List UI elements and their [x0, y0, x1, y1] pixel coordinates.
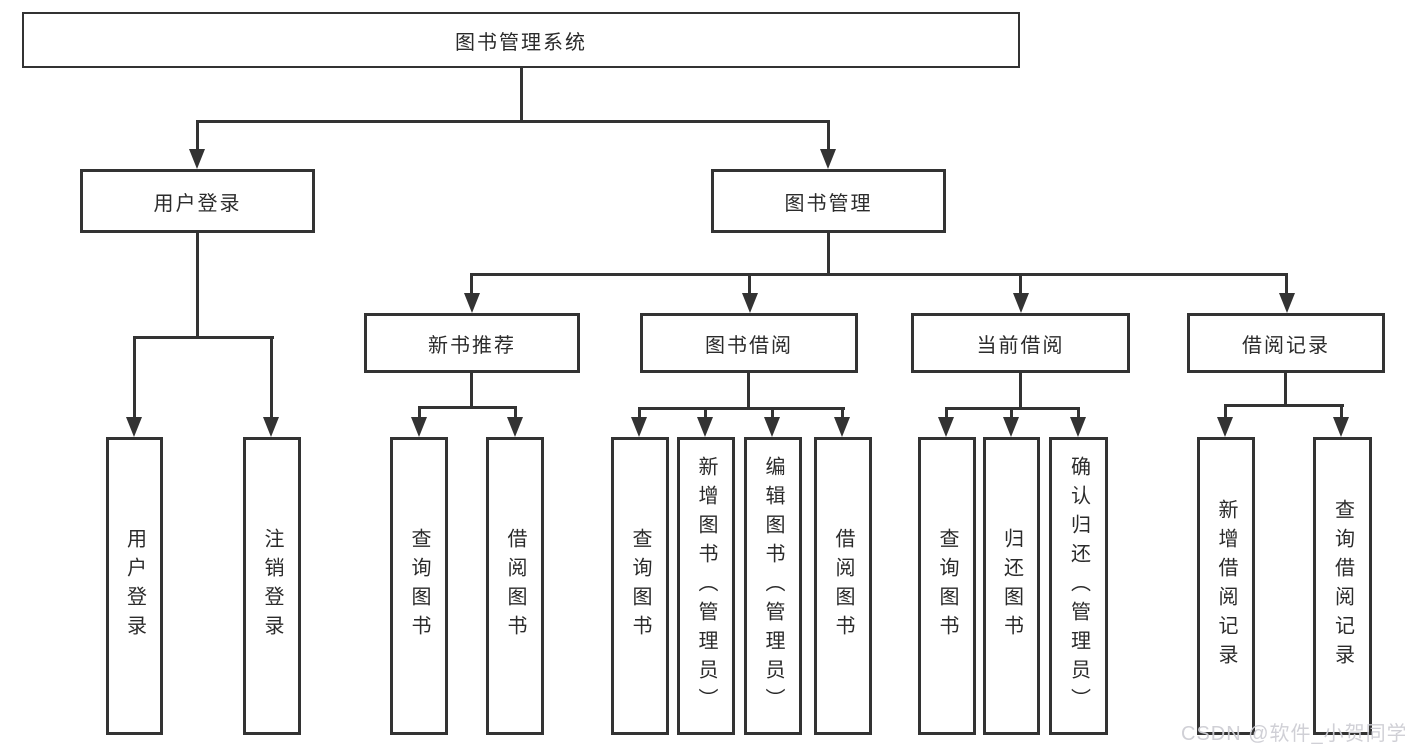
- node-query-books-current: 查询图书: [918, 437, 976, 735]
- connector-line: [470, 373, 473, 406]
- connector-line: [418, 406, 517, 409]
- node-label: 归还图书: [1000, 528, 1023, 644]
- node-label: 图书管理系统: [455, 31, 587, 54]
- arrow-down-icon: [126, 417, 142, 437]
- connector-line: [1019, 273, 1022, 294]
- arrow-down-icon: [263, 417, 279, 437]
- connector-line: [520, 68, 523, 120]
- node-label: 查询图书: [936, 528, 958, 644]
- connector-line: [747, 373, 750, 407]
- node-current-borrowing: 当前借阅: [911, 313, 1130, 373]
- node-label: 新增图书（管理员）: [695, 455, 717, 717]
- connector-line: [704, 407, 707, 418]
- connector-line: [638, 407, 641, 418]
- arrow-down-icon: [820, 149, 836, 169]
- connector-line: [638, 407, 845, 410]
- arrow-down-icon: [742, 293, 758, 313]
- arrow-down-icon: [764, 417, 780, 437]
- node-label: 新书推荐: [428, 334, 516, 357]
- node-query-books-recommend: 查询图书: [390, 437, 448, 735]
- arrow-down-icon: [189, 149, 205, 169]
- connector-line: [514, 406, 517, 418]
- node-label: 注销登录: [261, 528, 283, 644]
- node-label: 查询借阅记录: [1331, 499, 1354, 673]
- arrow-down-icon: [1333, 417, 1349, 437]
- connector-line: [470, 273, 1288, 276]
- connector-line: [827, 120, 830, 151]
- connector-line: [418, 406, 421, 418]
- node-label: 图书管理: [784, 192, 873, 215]
- connector-line: [196, 233, 199, 336]
- connector-line: [1285, 273, 1288, 294]
- node-query-borrow-record: 查询借阅记录: [1313, 437, 1372, 735]
- arrow-down-icon: [697, 417, 713, 437]
- node-label: 图书借阅: [705, 334, 793, 357]
- node-user-login-leaf: 用户登录: [106, 437, 163, 735]
- connector-line: [1224, 404, 1344, 407]
- node-label: 用户登录: [153, 192, 242, 215]
- connector-line: [270, 336, 273, 418]
- node-logout: 注销登录: [243, 437, 301, 735]
- arrow-down-icon: [1070, 417, 1086, 437]
- node-label: 借阅图书: [504, 528, 526, 644]
- node-query-books-borrowing: 查询图书: [611, 437, 669, 735]
- connector-line: [1284, 373, 1287, 404]
- arrow-down-icon: [834, 417, 850, 437]
- arrow-down-icon: [1003, 417, 1019, 437]
- node-book-management-system: 图书管理系统: [22, 12, 1020, 68]
- connector-line: [196, 120, 199, 151]
- node-user-login: 用户登录: [80, 169, 315, 233]
- connector-line: [133, 336, 136, 418]
- connector-line: [1224, 404, 1227, 418]
- arrow-down-icon: [464, 293, 480, 313]
- connector-line: [1010, 407, 1013, 418]
- connector-line: [196, 120, 830, 123]
- connector-line: [827, 233, 830, 273]
- node-add-borrow-record: 新增借阅记录: [1197, 437, 1255, 735]
- connector-line: [945, 407, 948, 418]
- arrow-down-icon: [411, 417, 427, 437]
- node-borrowing-records: 借阅记录: [1187, 313, 1385, 373]
- connector-line: [1019, 373, 1022, 407]
- connector-line: [748, 273, 751, 294]
- node-label: 当前借阅: [976, 334, 1065, 357]
- arrow-down-icon: [507, 417, 523, 437]
- arrow-down-icon: [1217, 417, 1233, 437]
- node-label: 用户登录: [123, 528, 146, 644]
- arrow-down-icon: [631, 417, 647, 437]
- node-confirm-return-admin: 确认归还（管理员）: [1049, 437, 1108, 735]
- connector-line: [771, 407, 774, 418]
- node-label: 借阅图书: [832, 528, 854, 644]
- node-return-book: 归还图书: [983, 437, 1040, 735]
- node-label: 确认归还（管理员）: [1067, 455, 1090, 717]
- node-add-book-admin: 新增图书（管理员）: [677, 437, 735, 735]
- connector-line: [1340, 404, 1343, 418]
- node-book-management: 图书管理: [711, 169, 946, 233]
- arrow-down-icon: [938, 417, 954, 437]
- node-borrow-books-recommend: 借阅图书: [486, 437, 544, 735]
- connector-line: [1077, 407, 1080, 418]
- arrow-down-icon: [1279, 293, 1295, 313]
- node-label: 编辑图书（管理员）: [762, 455, 784, 717]
- node-label: 查询图书: [408, 528, 430, 644]
- node-new-book-recommend: 新书推荐: [364, 313, 580, 373]
- node-label: 新增借阅记录: [1215, 499, 1237, 673]
- node-borrow-books: 借阅图书: [814, 437, 872, 735]
- node-book-borrowing: 图书借阅: [640, 313, 858, 373]
- csdn-watermark: CSDN @软件_小贺同学: [1181, 723, 1405, 745]
- node-label: 查询图书: [629, 528, 651, 644]
- connector-line: [470, 273, 473, 294]
- connector-line: [841, 407, 844, 418]
- node-label: 借阅记录: [1242, 334, 1330, 357]
- node-edit-book-admin: 编辑图书（管理员）: [744, 437, 802, 735]
- arrow-down-icon: [1013, 293, 1029, 313]
- connector-line: [133, 336, 274, 339]
